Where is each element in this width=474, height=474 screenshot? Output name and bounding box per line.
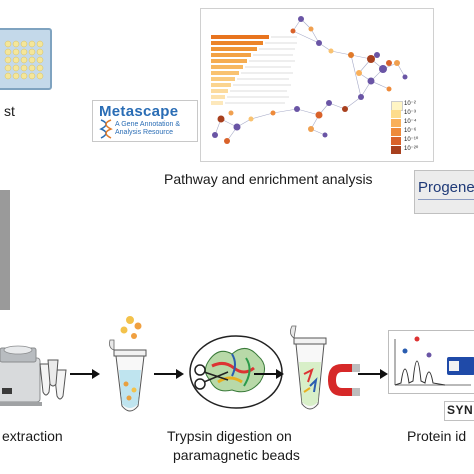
extraction-tubes (39, 359, 67, 400)
enrichment-bar-chart (211, 35, 297, 105)
pathway-caption: Pathway and enrichment analysis (164, 171, 373, 187)
legend-swatch (391, 110, 401, 118)
mass-spec-panel (388, 330, 474, 394)
legend-swatch (391, 128, 401, 136)
progenesis-logo: Progenes (414, 170, 474, 214)
enrichment-panel: 10⁻² 10⁻³ 10⁻⁴ 10⁻⁶ 10⁻¹⁰ 10⁻²⁰ (200, 8, 434, 162)
metascape-helix-icon (99, 119, 113, 139)
extraction-instrument (0, 345, 42, 406)
progenesis-name: Progenes (418, 179, 474, 196)
enrichment-term-lines (225, 36, 297, 104)
extraction-caption: extraction (2, 428, 63, 444)
arrow-4 (358, 369, 388, 379)
metascape-logo: Metascape A Gene Annotation & Analysis R… (92, 100, 198, 142)
metascape-subtitle-2: Analysis Resource (115, 129, 173, 136)
enrichment-network (212, 16, 408, 144)
pvalue-legend: 10⁻² 10⁻³ 10⁻⁴ 10⁻⁶ 10⁻¹⁰ 10⁻²⁰ (391, 101, 431, 159)
protein-id-caption: Protein id (407, 428, 467, 444)
legend-swatch (391, 146, 401, 154)
syn-logo: SYN (444, 401, 474, 421)
legend-tick: 10⁻² (404, 101, 416, 107)
magnetic-separation (290, 325, 360, 410)
legend-tick: 10⁻¹⁰ (404, 137, 419, 143)
metascape-name: Metascape (99, 103, 179, 120)
legend-swatch (391, 137, 401, 145)
trypsin-digestion-illustration (189, 335, 283, 409)
bead-tube (109, 316, 147, 412)
top-left-label: st (4, 103, 15, 119)
left-instrument-bar (0, 190, 10, 310)
syn-logo-text: SYN (447, 403, 474, 417)
network-nodes (212, 16, 408, 144)
enrichment-bars (211, 35, 269, 105)
arrow-1 (70, 369, 100, 379)
well-plate-wells (4, 40, 44, 80)
scissors-icon (194, 364, 229, 390)
legend-tick: 10⁻⁶ (404, 128, 417, 134)
magnet-icon (328, 364, 360, 396)
arrow-3 (254, 369, 284, 379)
well-plate (0, 28, 52, 90)
chromatogram (394, 336, 474, 386)
legend-swatch (391, 119, 401, 127)
metascape-subtitle-1: A Gene Annotation & (115, 121, 180, 128)
arrow-2 (154, 369, 184, 379)
legend-tick: 10⁻³ (404, 110, 416, 116)
legend-tick: 10⁻²⁰ (404, 146, 419, 152)
trypsin-caption-line1: Trypsin digestion on (167, 428, 292, 444)
progenesis-underline (418, 199, 474, 200)
trypsin-caption-line2: paramagnetic beads (173, 447, 300, 463)
legend-tick: 10⁻⁴ (404, 119, 417, 125)
